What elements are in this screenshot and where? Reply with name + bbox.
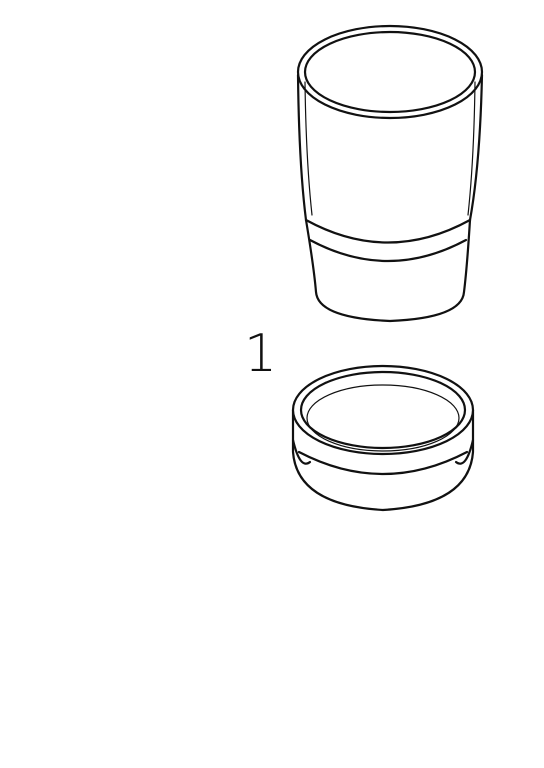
ring-icon xyxy=(291,364,475,512)
tumbler-icon xyxy=(296,24,484,323)
callout-label: 1 xyxy=(244,324,278,384)
